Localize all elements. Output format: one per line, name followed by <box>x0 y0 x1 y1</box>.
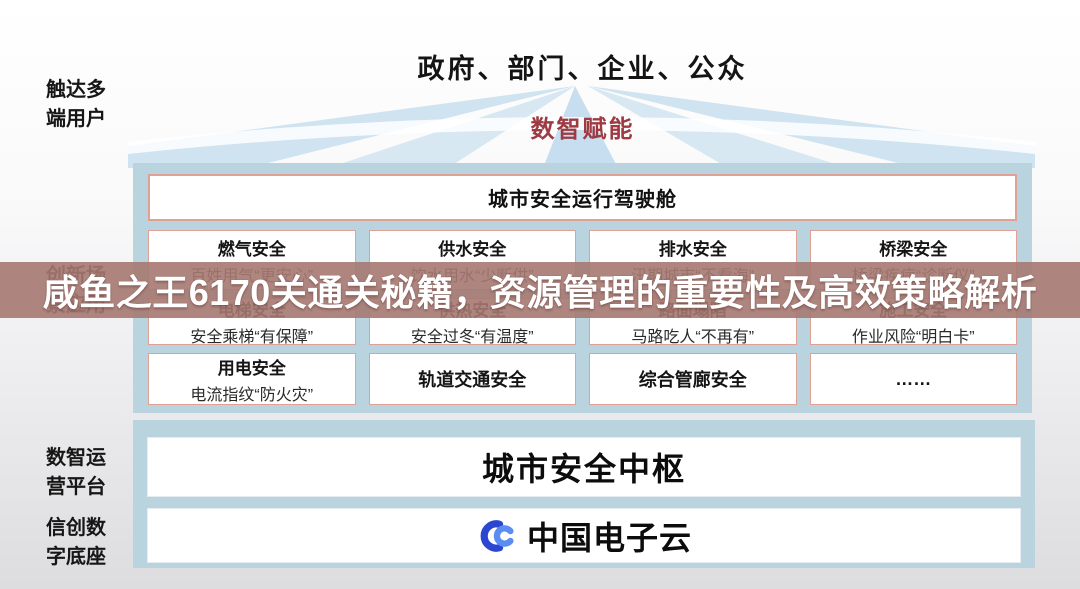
headline-banner: 咸鱼之王6170关通关秘籍，资源管理的重要性及高效策略解析 <box>0 262 1080 318</box>
brand-box: 中国电子云 <box>147 508 1021 563</box>
scenario-panel: 城市安全运行驾驶舱 燃气安全 百姓用气“更安心” 供水安全 饮水用水“少断供” … <box>133 163 1032 413</box>
safety-hub-title: 城市安全中枢 <box>481 451 686 487</box>
side-label-xinchuang-base: 信创数 字底座 <box>46 517 106 568</box>
scenario-grid: 燃气安全 百姓用气“更安心” 供水安全 饮水用水“少断供” 排水安全 汛期城市“… <box>148 230 1017 405</box>
rays-graphic <box>128 86 1035 168</box>
platform-panel: 城市安全中枢 中国电子云 <box>133 420 1035 568</box>
cell-title: 综合管廊安全 <box>638 370 747 390</box>
cell-title: …… <box>895 368 932 389</box>
cell-rail-transit-safety: 轨道交通安全 <box>368 353 576 405</box>
side-label-reach-users: 触达多 端用户 <box>46 79 106 130</box>
side-label-operation-platform: 数智运 营平台 <box>46 447 106 498</box>
cell-subtitle: 电流指纹“防火灾” <box>190 386 314 404</box>
empower-label: 数智赋能 <box>530 116 635 143</box>
cell-title: 排水安全 <box>658 239 727 259</box>
cell-title: 用电安全 <box>217 358 286 378</box>
headline-text: 咸鱼之王6170关通关秘籍，资源管理的重要性及高效策略解析 <box>42 272 1038 313</box>
cell-title: 供水安全 <box>438 239 507 259</box>
cell-title: 燃气安全 <box>217 239 286 259</box>
cell-subtitle: 安全乘梯“有保障” <box>190 329 314 345</box>
cell-ellipsis-more: …… <box>809 353 1017 405</box>
cell-subtitle: 安全过冬“有温度” <box>410 329 534 345</box>
cell-subtitle: 作业风险“明白卡” <box>851 329 975 345</box>
safety-hub-box: 城市安全中枢 <box>147 437 1021 497</box>
china-electronics-cloud-logo-icon <box>480 519 514 552</box>
cockpit-box: 城市安全运行驾驶舱 <box>148 174 1017 221</box>
cell-subtitle: 马路吃人“不再有” <box>631 329 755 345</box>
cell-title: 轨道交通安全 <box>418 370 527 390</box>
cell-electricity-safety: 用电安全 电流指纹“防火灾” <box>148 353 356 405</box>
cell-utility-tunnel-safety: 综合管廊安全 <box>589 353 797 405</box>
cockpit-title: 城市安全运行驾驶舱 <box>488 189 677 211</box>
cell-title: 桥梁安全 <box>879 239 948 259</box>
brand-name: 中国电子云 <box>526 519 692 556</box>
page-title: 政府、部门、企业、公众 <box>417 54 748 84</box>
